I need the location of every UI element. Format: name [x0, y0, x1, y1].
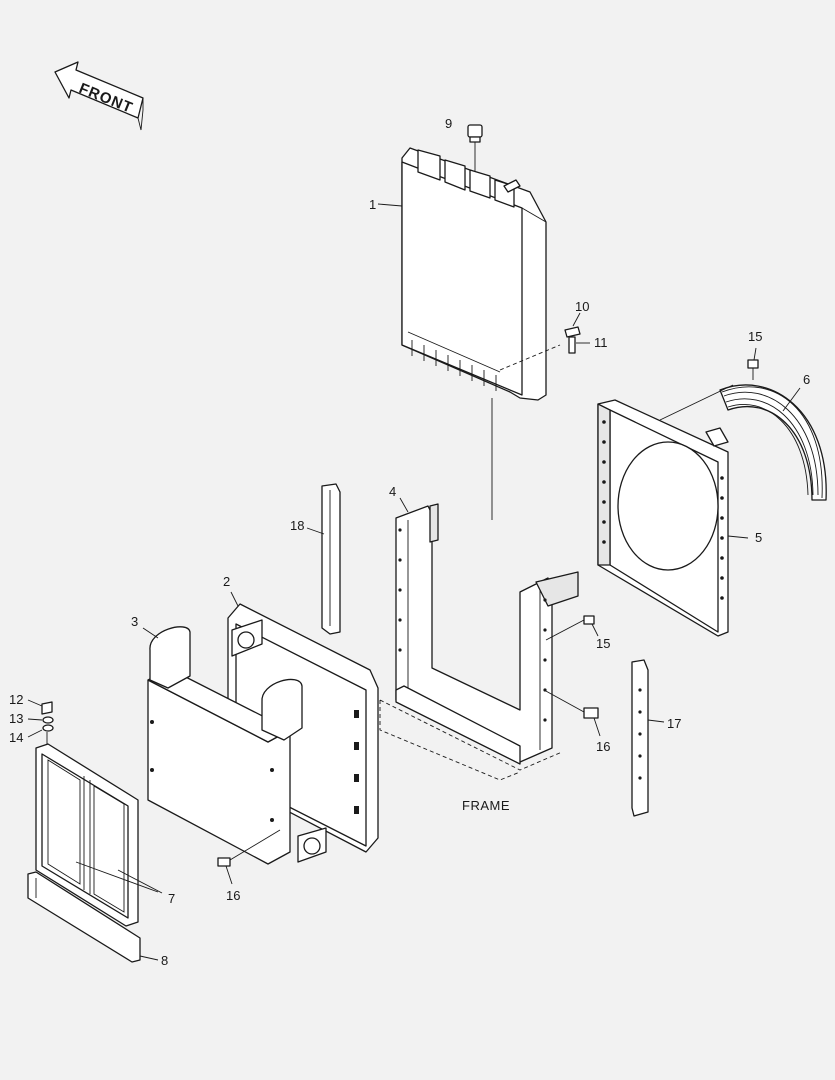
callout-4: 4 — [389, 484, 396, 499]
front-arrow-icon: FRONT — [54, 61, 144, 131]
frame-label: FRAME — [462, 798, 510, 813]
callout-16-right: 16 — [596, 739, 610, 754]
callout-9: 9 — [445, 116, 452, 131]
drain-valve — [564, 312, 590, 354]
callout-2: 2 — [223, 574, 230, 589]
callout-7: 7 — [168, 891, 175, 906]
side-bracket-18 — [306, 483, 341, 635]
callout-18: 18 — [290, 518, 304, 533]
callout-6: 6 — [803, 372, 810, 387]
callout-15-middle: 15 — [596, 636, 610, 651]
callout-8: 8 — [161, 953, 168, 968]
bottom-plate-8 — [27, 871, 159, 963]
aftercooler-3 — [142, 626, 303, 865]
bolt-15-middle — [545, 615, 599, 641]
callout-16-bottom: 16 — [226, 888, 240, 903]
callout-10: 10 — [575, 299, 589, 314]
callout-17: 17 — [667, 716, 681, 731]
fan-shroud — [597, 399, 749, 637]
bolt-15-top — [747, 347, 759, 380]
fan-guard — [659, 384, 827, 501]
side-bracket-17 — [631, 659, 665, 817]
callout-11: 11 — [594, 335, 608, 350]
callout-15-top: 15 — [748, 329, 762, 344]
callout-14: 14 — [9, 730, 23, 745]
bolt-16-right — [543, 689, 601, 737]
radiator — [401, 147, 561, 520]
callout-3: 3 — [131, 614, 138, 629]
callout-5: 5 — [755, 530, 762, 545]
callout-1: 1 — [369, 197, 376, 212]
callout-12: 12 — [9, 692, 23, 707]
mounting-bracket-4 — [379, 497, 579, 781]
bolt-16-bottom — [217, 829, 281, 885]
screen-frame-7 — [35, 743, 163, 927]
fasteners-12-13-14 — [27, 699, 54, 748]
callout-13: 13 — [9, 711, 23, 726]
radiator-cap — [467, 124, 483, 172]
